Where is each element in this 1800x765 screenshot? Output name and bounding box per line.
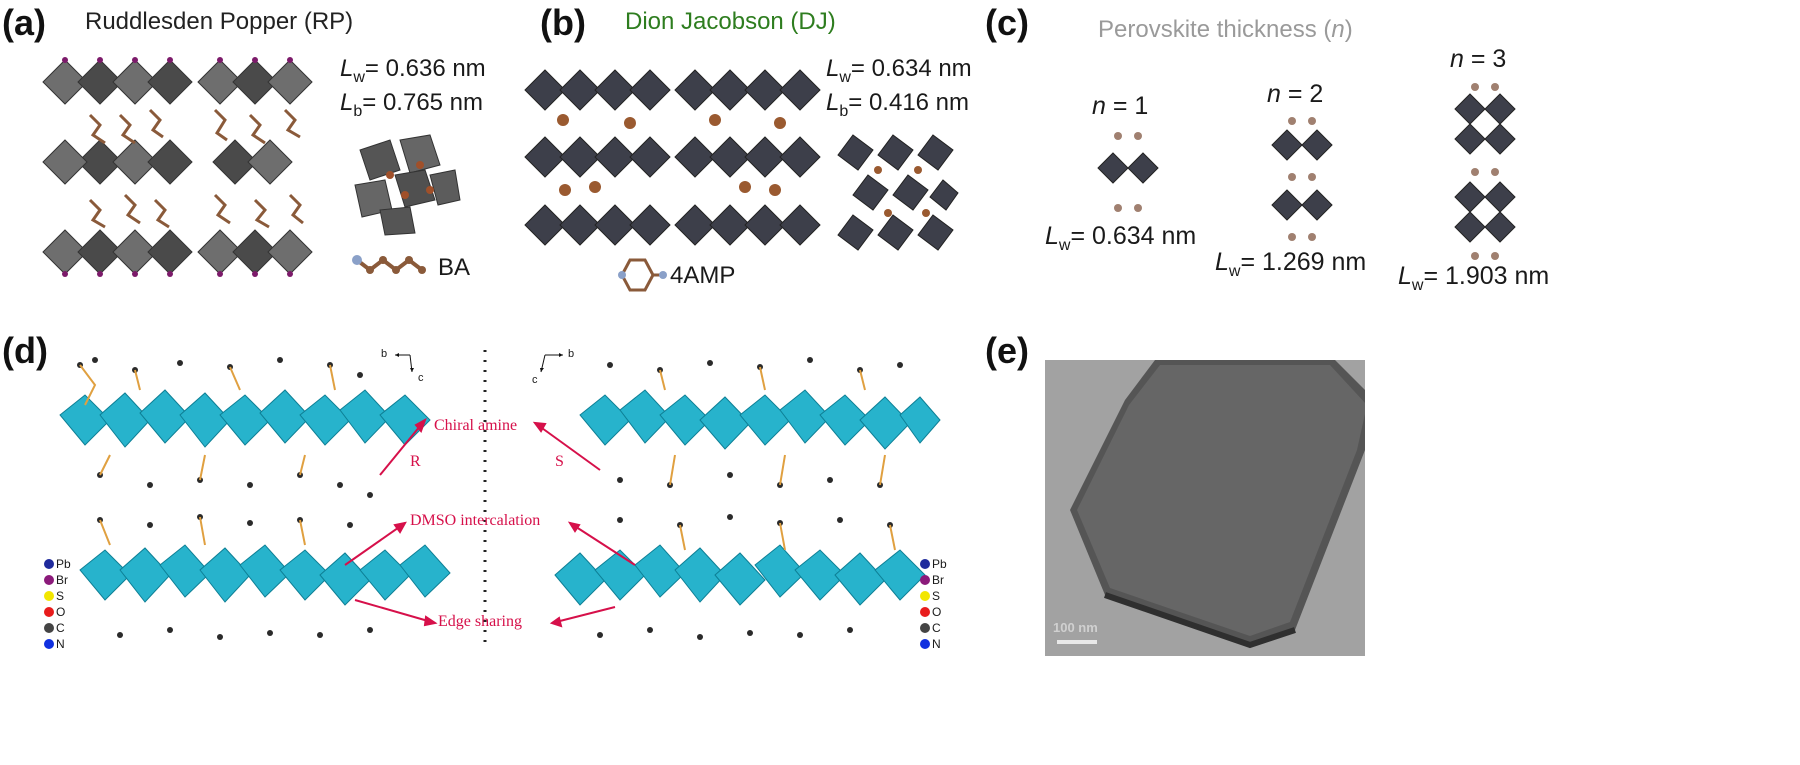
panel-a-lb: Lb= 0.765 nm xyxy=(340,89,484,120)
legend-dot xyxy=(44,575,54,585)
legend-dot xyxy=(920,607,930,617)
axis-right-c: c xyxy=(532,374,538,386)
legend-dot xyxy=(44,639,54,649)
legend-dot xyxy=(920,575,930,585)
panel-b-lb: Lb= 0.416 nm xyxy=(826,89,970,120)
legend-item: Br xyxy=(920,572,947,588)
panel-c-n2-label: n = 2 xyxy=(1267,80,1324,108)
panel-b-title: Dion Jacobson (DJ) xyxy=(625,8,836,35)
panel-b-lw: Lw= 0.634 nm xyxy=(826,55,972,86)
axis-left-b: b xyxy=(381,348,388,360)
legend-item: S xyxy=(920,588,947,604)
annotation-dmso-intercalation: DMSO intercalation xyxy=(410,512,541,529)
axis-right-b: b xyxy=(568,348,575,360)
annotation-r: R xyxy=(410,453,421,470)
panel-e-label: (e) xyxy=(985,330,1029,371)
panel-a-label: (a) xyxy=(2,2,46,43)
panel-d-label: (d) xyxy=(2,330,48,371)
panel-d-chiral-structure xyxy=(59,350,941,650)
legend-item: O xyxy=(920,604,947,620)
panel-c-n1-label: n = 1 xyxy=(1092,92,1149,120)
legend-item: Br xyxy=(44,572,71,588)
legend-item: Pb xyxy=(920,556,947,572)
panel-b-dj-structure xyxy=(524,69,821,246)
legend-dot xyxy=(920,591,930,601)
legend-item: O xyxy=(44,604,71,620)
scale-bar-label: 100 nm xyxy=(1053,620,1098,635)
panel-c-n1-lw: Lw= 0.634 nm xyxy=(1045,222,1197,254)
legend-item: Pb xyxy=(44,556,71,572)
legend-dot xyxy=(920,559,930,569)
panel-c-label: (c) xyxy=(985,2,1029,43)
tem-image: 100 nm xyxy=(1045,360,1365,656)
legend-item: S xyxy=(44,588,71,604)
panel-c-title: Perovskite thickness (n) xyxy=(1098,16,1353,43)
panel-c-n3-structure xyxy=(1454,83,1516,260)
panel-a-rp-structure xyxy=(42,57,313,277)
scale-bar xyxy=(1057,640,1097,644)
panel-a-title: Ruddlesden Popper (RP) xyxy=(85,8,354,35)
legend-dot xyxy=(44,623,54,633)
panel-a-lw: Lw= 0.636 nm xyxy=(340,55,486,86)
panel-b-label: (b) xyxy=(540,2,586,43)
annotation-s: S xyxy=(555,453,564,470)
panel-c-n3-lw: Lw= 1.903 nm xyxy=(1398,262,1550,294)
panel-b-top-view xyxy=(837,134,959,251)
annotation-edge-sharing: Edge sharing xyxy=(438,613,522,630)
panel-b-molecule-label: 4AMP xyxy=(670,262,736,289)
element-legend-right: Pb Br S O C N xyxy=(920,556,947,652)
legend-dot xyxy=(920,639,930,649)
panel-c-n1-structure xyxy=(1097,132,1159,212)
panel-c-n2-structure xyxy=(1271,117,1333,241)
legend-dot xyxy=(920,623,930,633)
panel-a-top-view xyxy=(354,134,461,236)
axis-indicator-left xyxy=(395,353,414,373)
4amp-molecule-icon xyxy=(618,258,667,292)
legend-dot xyxy=(44,559,54,569)
ba-molecule-icon xyxy=(352,255,426,274)
panel-a-molecule-label: BA xyxy=(438,254,471,281)
legend-item: C xyxy=(920,620,947,636)
legend-dot xyxy=(44,591,54,601)
panel-c-n2-lw: Lw= 1.269 nm xyxy=(1215,248,1367,280)
legend-dot xyxy=(44,607,54,617)
element-legend-left: Pb Br S O C N xyxy=(44,556,71,652)
annotation-chiral-amine: Chiral amine xyxy=(434,417,518,434)
panel-c-n3-label: n = 3 xyxy=(1450,45,1507,73)
legend-item: C xyxy=(44,620,71,636)
legend-item: N xyxy=(44,636,71,652)
axis-indicator-right xyxy=(540,353,563,373)
legend-item: N xyxy=(920,636,947,652)
axis-left-c: c xyxy=(418,372,424,384)
